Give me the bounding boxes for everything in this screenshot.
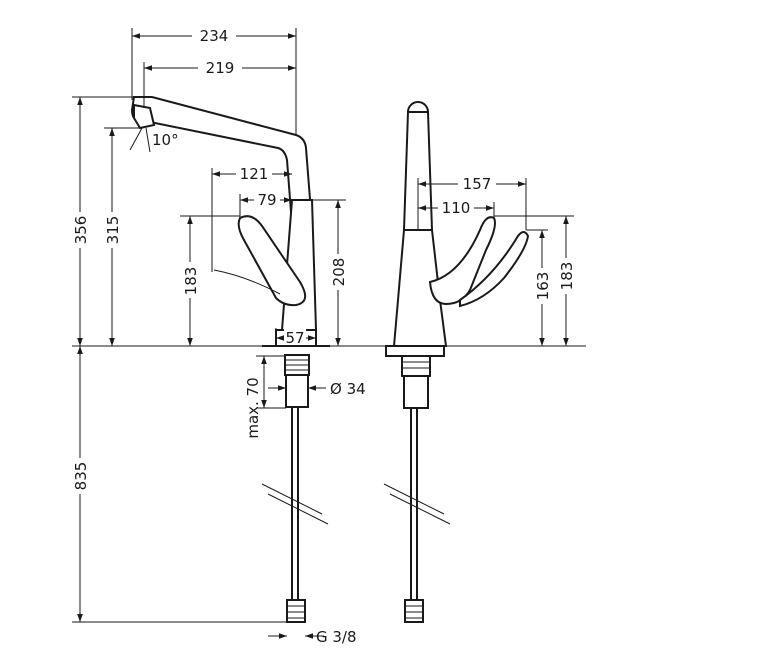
dim-body-height: 208 [330, 258, 348, 287]
dim-lever-height-side-low: 163 [534, 272, 552, 301]
side-base [385, 345, 445, 357]
dim-hole-diameter: Ø 34 [330, 380, 366, 398]
side-lever [428, 216, 496, 306]
side-view [383, 101, 530, 623]
front-spout [130, 96, 314, 226]
dim-lever-height-side-high: 183 [558, 262, 576, 291]
dim-spout-angle: 10° [152, 131, 179, 149]
dim-total-height: 356 [72, 216, 90, 245]
dim-connection: G 3/8 [316, 628, 357, 646]
side-shank [403, 375, 429, 409]
front-shank [285, 374, 309, 408]
side-hose [410, 407, 418, 609]
dim-spout-height: 315 [104, 216, 122, 245]
dim-spout-reach: 219 [206, 59, 235, 77]
dim-overall-reach: 234 [200, 27, 229, 45]
front-lever [237, 215, 307, 307]
dim-lever-height-front: 183 [182, 267, 200, 296]
front-dimensions: 234 219 10° 121 79 183 356 315 [72, 26, 586, 646]
dim-max-thickness: max. 70 [244, 377, 262, 438]
dim-hose-length: 835 [72, 462, 90, 491]
dim-lever-offset-front: 79 [257, 191, 276, 209]
dim-lever-reach-front: 121 [240, 165, 269, 183]
front-view [130, 96, 330, 623]
front-spray-head [133, 103, 156, 130]
side-dimensions: 157 110 163 183 [417, 174, 576, 346]
dim-base-width: 57 [285, 329, 304, 347]
dim-lever-offset-side: 110 [442, 199, 471, 217]
dim-lever-reach-side: 157 [463, 175, 492, 193]
